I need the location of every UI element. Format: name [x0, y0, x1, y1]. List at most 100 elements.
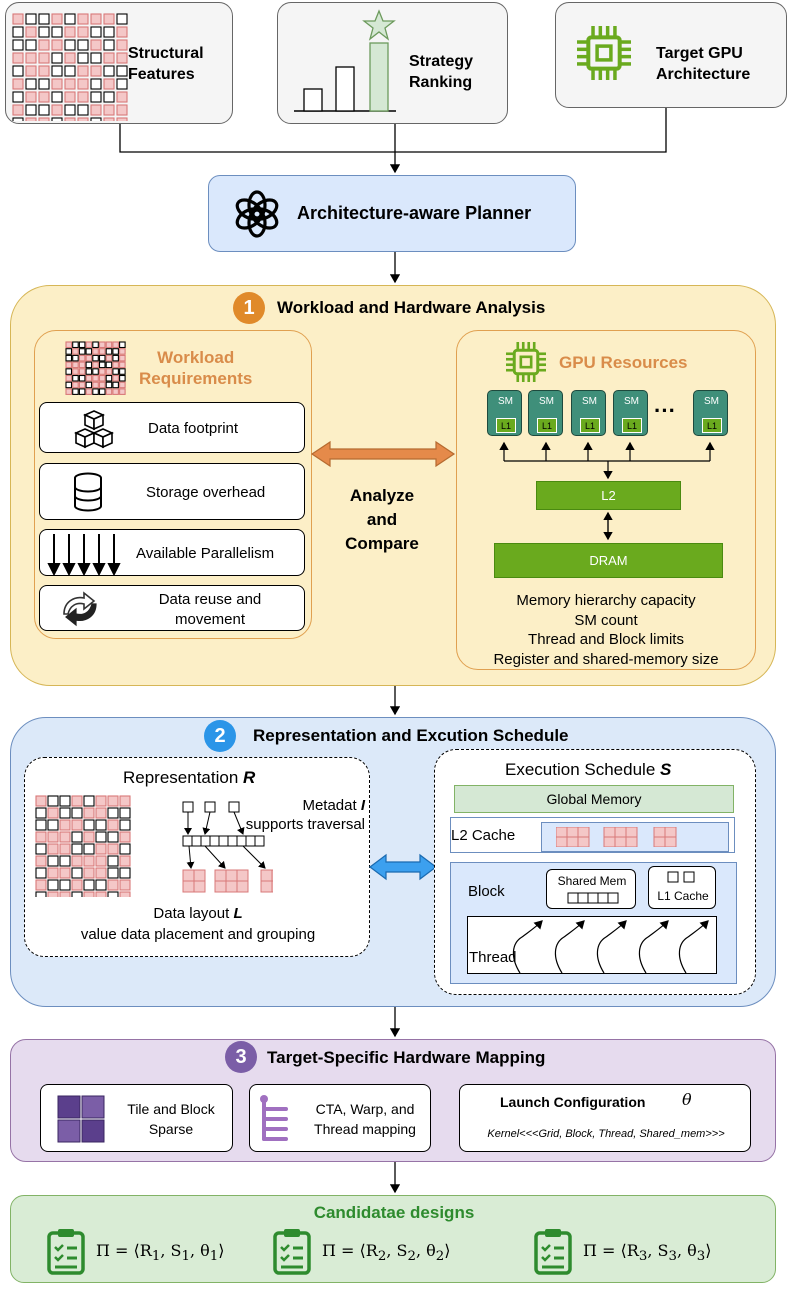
matrix-cell — [116, 91, 128, 103]
metadata-array-cell — [182, 835, 193, 847]
matrix-cell — [47, 879, 59, 891]
matrix-cell — [105, 348, 113, 355]
shared-mem-slot — [587, 892, 599, 904]
matrix-cell — [47, 891, 59, 897]
matrix-cell — [65, 374, 73, 382]
matrix-cell — [116, 26, 128, 38]
shared-mem-box: Shared Mem — [546, 869, 636, 909]
candidate-formula: Π = ⟨R3, S3, θ3⟩ — [583, 1241, 711, 1264]
matrix-cell — [77, 91, 89, 103]
matrix-cell — [119, 891, 131, 897]
input-connector — [119, 108, 667, 153]
l2-tile-cell — [577, 827, 590, 838]
matrix-cell — [83, 891, 95, 897]
matrix-cell — [92, 374, 99, 382]
matrix-cell — [38, 13, 50, 25]
thread-label: Thread — [469, 949, 517, 966]
workload-title: Workload Requirements — [139, 348, 253, 388]
matrix-cell — [72, 348, 79, 355]
matrix-cell — [85, 374, 93, 382]
metadata-line2: supports traversal — [245, 816, 365, 833]
matrix-cell — [47, 831, 59, 843]
matrix-cell — [119, 341, 126, 349]
matrix-cell — [107, 795, 119, 807]
matrix-cell — [92, 361, 99, 369]
tile-block-sparse-box: Tile and Block Sparse — [40, 1084, 233, 1152]
matrix-cell — [105, 341, 113, 349]
matrix-cell — [25, 117, 37, 121]
formula-sub: 3 — [696, 1249, 706, 1265]
candidates-title: Candidatae designs — [313, 1203, 475, 1222]
matrix-cell — [38, 52, 50, 64]
matrix-cell — [78, 368, 86, 375]
matrix-cell — [116, 78, 128, 90]
metadata-node — [182, 801, 194, 813]
shared-mem-slot — [607, 892, 619, 904]
dram-label: DRAM — [589, 553, 628, 568]
thread-region: Thread — [467, 916, 717, 974]
formula-sub: 1 — [209, 1249, 219, 1265]
matrix-cell — [64, 52, 76, 64]
matrix-cell — [25, 26, 37, 38]
matrix-cell — [78, 354, 86, 362]
matrix-cell — [112, 368, 119, 375]
matrix-cell — [112, 381, 119, 389]
matrix-cell — [85, 381, 93, 389]
matrix-cell — [103, 39, 115, 51]
database-icon — [74, 472, 102, 512]
matrix-cell — [72, 341, 79, 349]
sm-label: SM — [704, 396, 719, 407]
matrix-cell — [107, 879, 119, 891]
value-tile-cell — [260, 869, 273, 882]
matrix-cell — [12, 78, 24, 90]
matrix-cell — [103, 104, 115, 116]
matrix-cell — [12, 91, 24, 103]
metadata-array-cell — [236, 835, 247, 847]
l1-label: L1 — [702, 418, 722, 433]
matrix-cell — [83, 879, 95, 891]
matrix-cell — [90, 52, 102, 64]
matrix-cell — [35, 831, 47, 843]
matrix-cell — [103, 26, 115, 38]
global-memory-block: Global Memory — [454, 785, 734, 813]
matrix-cell — [38, 91, 50, 103]
launch-config-box: Launch Configuration θ Kernel<<<Grid, Bl… — [459, 1084, 751, 1152]
target-gpu-box: Target GPU Architecture — [555, 2, 787, 108]
formula-part: Π = ⟨R — [322, 1241, 378, 1260]
matrix-cell — [72, 374, 79, 382]
recycle-arrows-icon — [63, 591, 97, 627]
matrix-cell — [47, 819, 59, 831]
matrix-cell — [35, 867, 47, 879]
strategy-ranking-label: Strategy Ranking — [409, 53, 474, 91]
matrix-cell — [12, 65, 24, 77]
matrix-cell — [59, 855, 71, 867]
matrix-cell — [35, 819, 47, 831]
matrix-cell — [65, 348, 73, 355]
metadata-node — [228, 801, 240, 813]
shared-mem-slot — [567, 892, 579, 904]
l1-label: L1 — [537, 418, 557, 433]
sm-unit: SM L1 — [693, 390, 728, 436]
matrix-cell — [90, 13, 102, 25]
candidates-panel: Candidatae designs — [10, 1195, 776, 1283]
matrix-cell — [95, 879, 107, 891]
matrix-cell — [47, 807, 59, 819]
parallelism-label: Available Parallelism — [136, 545, 275, 562]
formula-part: , θ — [189, 1241, 210, 1260]
matrix-cell — [103, 78, 115, 90]
matrix-cell — [90, 26, 102, 38]
matrix-cell — [65, 368, 73, 375]
sm-ellipsis: ··· — [654, 398, 676, 423]
matrix-cell — [119, 388, 126, 395]
metadata-array-cell — [227, 835, 238, 847]
matrix-cell — [92, 381, 99, 389]
value-tile-cell — [182, 880, 195, 893]
matrix-cell — [92, 348, 99, 355]
openai-logo-icon — [235, 190, 279, 238]
shared-mem-slot — [597, 892, 609, 904]
metadata-array-cell — [200, 835, 211, 847]
sm-label: SM — [498, 396, 513, 407]
value-tile-cell — [271, 869, 273, 882]
matrix-cell — [90, 117, 102, 121]
